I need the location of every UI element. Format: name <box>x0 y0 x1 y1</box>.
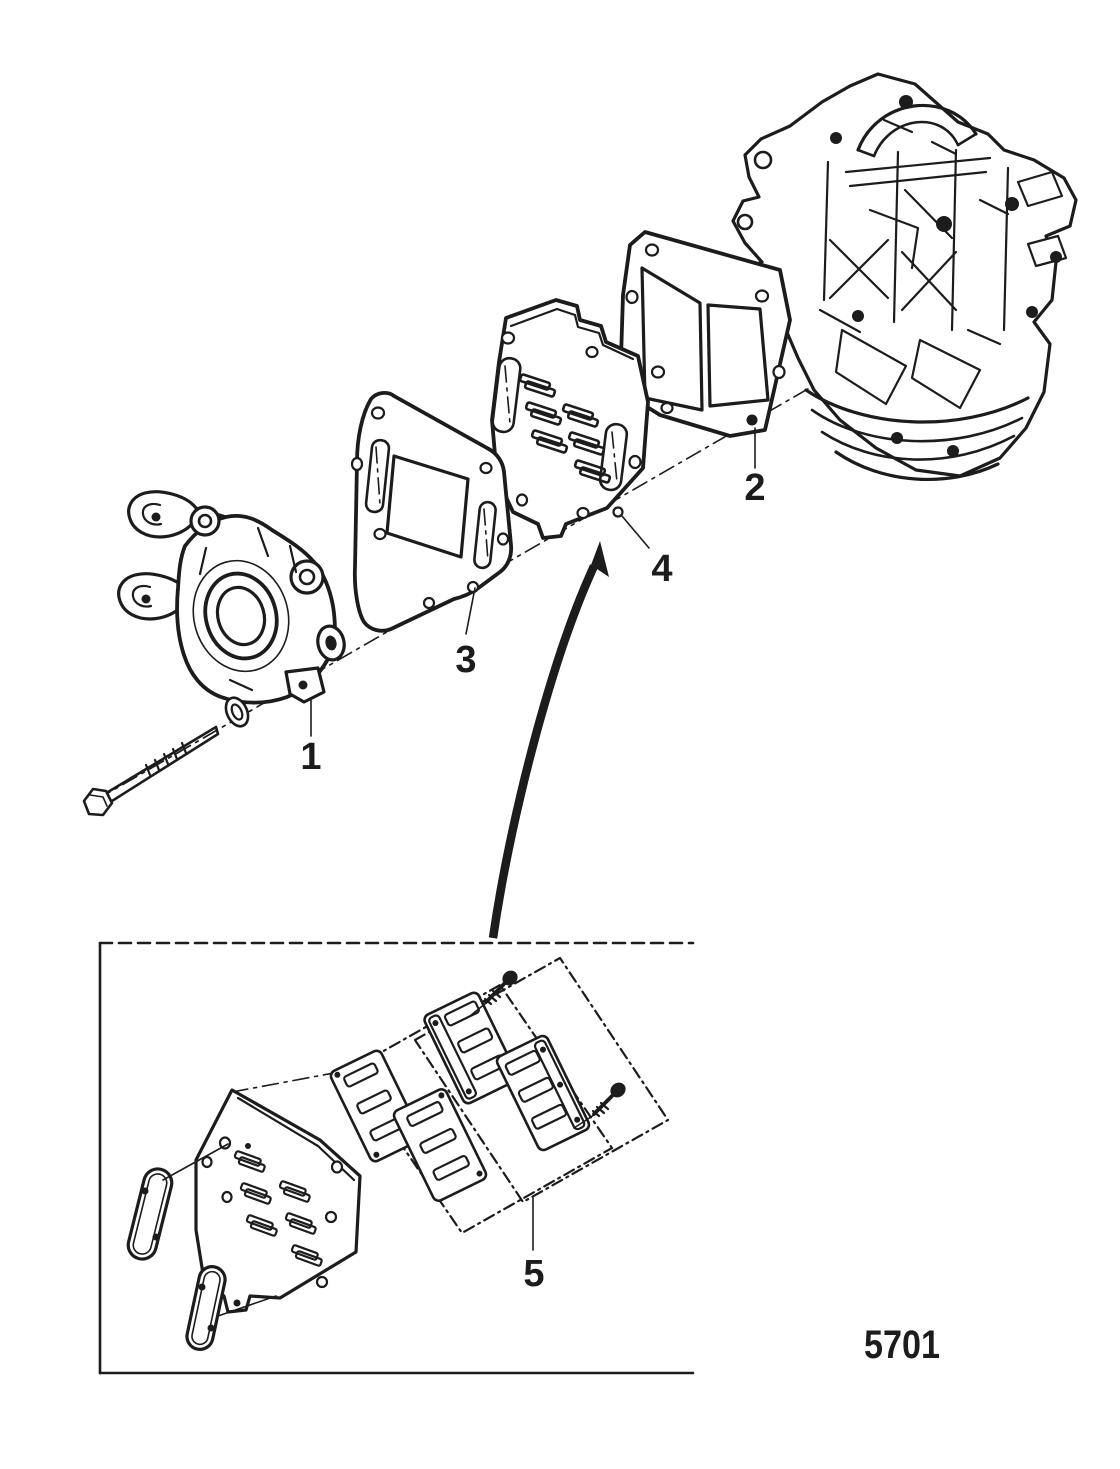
mounting-bolt-drawing <box>82 696 250 817</box>
reference-plane-b <box>413 956 670 1204</box>
manifold-1-drawing <box>117 490 346 705</box>
callout-1: 1 <box>300 736 321 778</box>
detail-arrow <box>488 541 609 939</box>
inset-reed-petals-1 <box>329 1049 423 1163</box>
gasket-3-anchor-hole <box>466 580 480 594</box>
inset-retainer-bar-1 <box>126 1167 174 1261</box>
inset-screw-1 <box>483 970 518 1006</box>
engine-block-drawing <box>731 72 1078 482</box>
drawing-number: 5701 <box>864 1323 940 1367</box>
callout-4: 4 <box>651 548 672 590</box>
arrowhead-icon <box>588 541 609 577</box>
inset-screw-2 <box>591 1082 626 1118</box>
inset-reed-petals-3 <box>423 991 519 1105</box>
inset-retainer-bar-2 <box>185 1265 227 1351</box>
inset-reed-plate-drawing <box>194 1088 362 1314</box>
callout-2: 2 <box>744 467 765 509</box>
inset-reed-petals-2 <box>392 1088 488 1202</box>
gasket-3-drawing <box>350 391 514 633</box>
callout-3: 3 <box>455 639 476 681</box>
detail-inset-box <box>98 941 695 1375</box>
gasket-2-drawing <box>618 230 792 438</box>
washer-drawing <box>224 696 250 728</box>
callout-leaders <box>310 427 756 737</box>
gasket-2-anchor-hole <box>746 414 758 426</box>
reed-block-anchor-hole <box>612 506 624 518</box>
inset-reed-stops <box>495 1034 591 1152</box>
callout-5: 5 <box>523 1253 544 1295</box>
